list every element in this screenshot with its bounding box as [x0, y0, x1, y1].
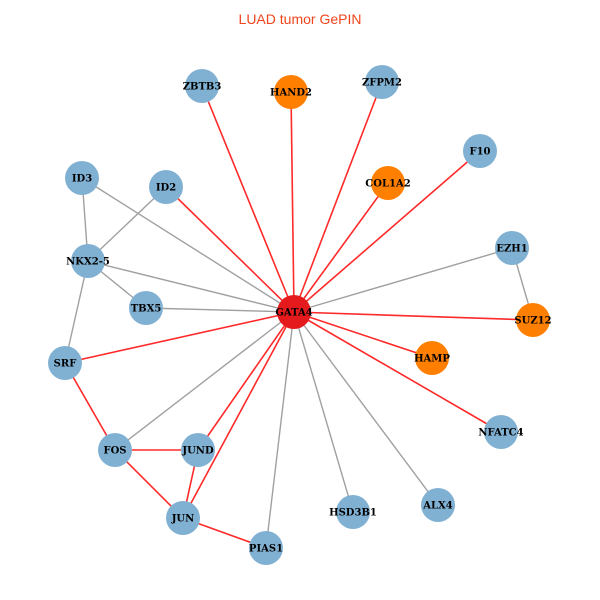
edge-gata4-id3	[81, 177, 295, 313]
node-label: FOS	[103, 446, 126, 457]
node-circle	[181, 433, 215, 467]
node-label: ZFPM2	[362, 78, 402, 89]
edge-gata4-id2	[165, 186, 295, 313]
node-fos[interactable]: FOS	[98, 433, 132, 467]
node-circle	[129, 291, 163, 325]
node-srf[interactable]: SRF	[48, 346, 82, 380]
edge-gata4-ezh1	[293, 247, 513, 313]
node-circle	[371, 166, 405, 200]
edge-gata4-nfatc4	[293, 311, 502, 433]
node-circle	[71, 244, 105, 278]
node-label: F10	[469, 147, 490, 158]
node-label: NKX2-5	[66, 257, 110, 268]
node-circle	[516, 303, 550, 337]
edge-gata4-fos	[114, 311, 295, 451]
node-circle	[149, 170, 183, 204]
edge-gata4-nkx2-5	[87, 260, 295, 313]
node-circle	[98, 433, 132, 467]
edge-nkx2-5-srf	[64, 260, 89, 364]
node-circle	[336, 495, 370, 529]
edge-gata4-srf	[64, 311, 295, 364]
edge-gata4-suz12	[293, 311, 534, 321]
edge-gata4-jund	[197, 311, 295, 451]
edge-gata4-f10	[293, 150, 481, 313]
node-label: GATA4	[275, 308, 312, 319]
node-circle	[365, 65, 399, 99]
edge-gata4-pias1	[265, 311, 295, 549]
edge-gata4-jun	[182, 311, 295, 519]
edge-gata4-hsd3b1	[293, 311, 354, 513]
node-circle	[463, 134, 497, 168]
node-gata4[interactable]: GATA4	[275, 295, 313, 329]
node-suz12[interactable]: SUZ12	[514, 303, 552, 337]
node-circle	[65, 161, 99, 195]
node-label: JUN	[171, 514, 195, 525]
node-nfatc4[interactable]: NFATC4	[478, 415, 524, 449]
node-pias1[interactable]: PIAS1	[249, 531, 283, 565]
node-hand2[interactable]: HAND2	[270, 75, 312, 109]
node-label: ID2	[156, 183, 176, 194]
node-label: ZBTB3	[183, 82, 222, 93]
node-circle	[249, 531, 283, 565]
node-circle	[415, 341, 449, 375]
node-zbtb3[interactable]: ZBTB3	[183, 69, 222, 103]
node-label: HAMP	[414, 354, 450, 365]
node-hsd3b1[interactable]: HSD3B1	[329, 495, 377, 529]
node-f10[interactable]: F10	[463, 134, 497, 168]
node-label: HAND2	[270, 88, 312, 99]
node-label: JUND	[181, 446, 214, 457]
node-label: COL1A2	[365, 179, 410, 190]
node-circle	[484, 415, 518, 449]
node-label: ALX4	[422, 501, 453, 512]
edge-gata4-zfpm2	[293, 81, 383, 313]
node-label: NFATC4	[478, 428, 523, 439]
node-circle	[277, 295, 311, 329]
node-hamp[interactable]: HAMP	[414, 341, 450, 375]
node-col1a2[interactable]: COL1A2	[365, 166, 411, 200]
node-circle	[185, 69, 219, 103]
node-label: TBX5	[131, 304, 162, 315]
node-zfpm2[interactable]: ZFPM2	[362, 65, 402, 99]
figure-title: LUAD tumor GePIN	[238, 11, 362, 27]
edge-gata4-hand2	[290, 91, 295, 313]
node-label: HSD3B1	[329, 508, 377, 519]
node-circle	[48, 346, 82, 380]
edge-gata4-col1a2	[293, 182, 389, 313]
edge-gata4-hamp	[293, 311, 433, 359]
node-circle	[166, 501, 200, 535]
node-alx4[interactable]: ALX4	[421, 488, 455, 522]
node-label: PIAS1	[249, 544, 283, 555]
node-id3[interactable]: ID3	[65, 161, 99, 195]
edge-gata4-zbtb3	[201, 85, 295, 313]
node-circle	[495, 231, 529, 265]
node-tbx5[interactable]: TBX5	[129, 291, 163, 325]
node-label: SRF	[54, 359, 77, 370]
edge-gata4-alx4	[293, 311, 439, 506]
node-nkx2-5[interactable]: NKX2-5	[66, 244, 110, 278]
node-jun[interactable]: JUN	[166, 501, 200, 535]
edge-gata4-tbx5	[145, 307, 295, 313]
node-label: EZH1	[496, 244, 527, 255]
edge-id2-nkx2-5	[87, 186, 167, 262]
node-circle	[421, 488, 455, 522]
node-id2[interactable]: ID2	[149, 170, 183, 204]
node-label: ID3	[72, 174, 92, 185]
node-jund[interactable]: JUND	[181, 433, 215, 467]
node-circle	[274, 75, 308, 109]
node-label: SUZ12	[514, 316, 551, 327]
node-ezh1[interactable]: EZH1	[495, 231, 529, 265]
